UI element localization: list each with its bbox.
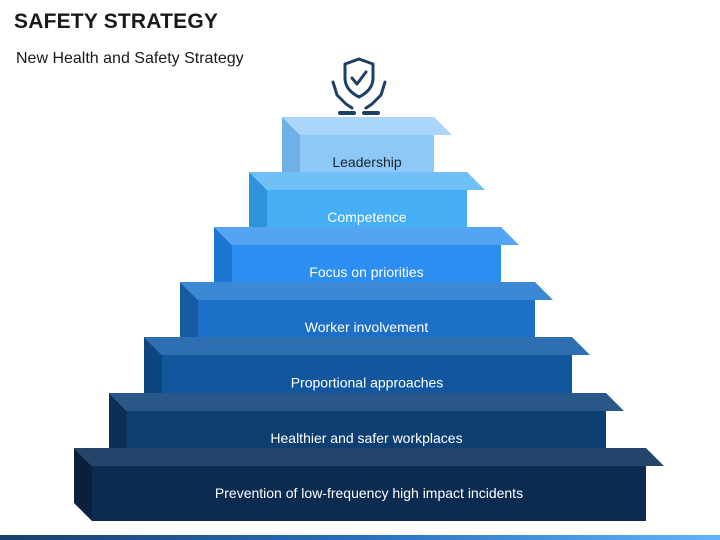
pyramid-level-front-face xyxy=(92,466,646,521)
pyramid-level-label: Healthier and safer workplaces xyxy=(270,430,462,446)
pyramid-level-label: Leadership xyxy=(332,154,401,170)
page-subtitle: New Health and Safety Strategy xyxy=(16,50,244,67)
pyramid-level-side-face xyxy=(144,337,162,411)
pyramid-level-top-face xyxy=(180,282,553,300)
pyramid-level-side-face xyxy=(214,227,232,300)
pyramid-level-top-face xyxy=(282,117,452,135)
footer-accent-bar xyxy=(0,535,720,540)
pyramid-level-top-face xyxy=(249,172,485,190)
page-title: SAFETY STRATEGY xyxy=(14,10,219,33)
shield-check-hands-icon xyxy=(331,57,387,115)
pyramid-level-top-face xyxy=(109,393,624,411)
pyramid-level-side-face xyxy=(180,282,198,355)
pyramid-level-top-face xyxy=(214,227,519,245)
pyramid-level-side-face xyxy=(282,117,300,190)
pyramid-level-label: Focus on priorities xyxy=(309,264,423,280)
pyramid-level-label: Worker involvement xyxy=(305,319,429,335)
pyramid-level-7: Prevention of low-frequency high impact … xyxy=(74,448,664,521)
pyramid-level-label: Competence xyxy=(327,209,407,225)
pyramid-level-side-face xyxy=(109,393,127,466)
pyramid-level-side-face xyxy=(74,448,92,521)
pyramid-level-label: Proportional approaches xyxy=(291,375,444,391)
pyramid-level-top-face xyxy=(144,337,590,355)
pyramid-level-label: Prevention of low-frequency high impact … xyxy=(215,485,523,501)
pyramid-level-top-face xyxy=(74,448,664,466)
pyramid-level-side-face xyxy=(249,172,267,245)
